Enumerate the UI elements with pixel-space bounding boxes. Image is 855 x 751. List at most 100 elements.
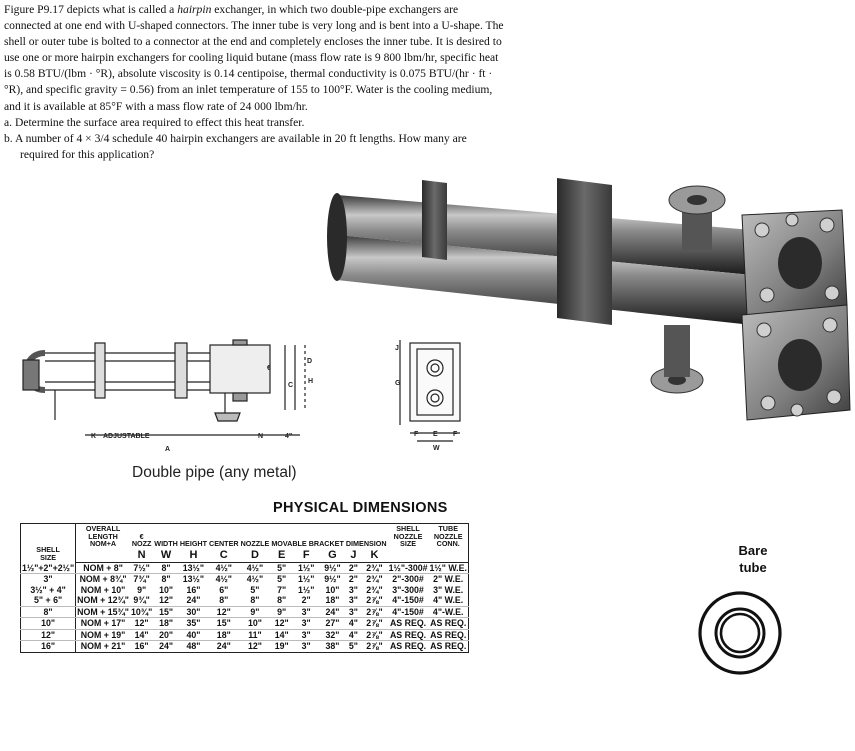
table-title: PHYSICAL DIMENSIONS — [273, 500, 448, 516]
table-cell: AS REQ. — [430, 641, 467, 652]
table-cell: NOM + 15¾" — [75, 606, 130, 619]
table-cell: 38" — [325, 641, 340, 652]
table-cell: 8" — [20, 606, 77, 619]
table-row: 5" + 6"NOM + 12¾"9¾"12"24"8"8"8"2"18"3"2… — [20, 595, 469, 607]
table-cell: 19" — [274, 641, 289, 652]
drawing-caption: Double pipe (any metal) — [132, 464, 297, 481]
table-cell: 27" — [319, 617, 346, 630]
table-cell: 2⅞" — [361, 629, 388, 642]
table-cell: 6" — [219, 584, 229, 595]
table-cell: 20" — [153, 629, 179, 642]
label-w: W — [433, 445, 440, 452]
table-cell: 35" — [178, 617, 208, 630]
table-cell: 8" — [239, 595, 271, 607]
table-cell: 2⅞" — [361, 617, 388, 630]
table-cell: AS REQ. — [428, 629, 469, 642]
col-movable-bracket: MOVABLE BRACKET DIMENSION — [271, 539, 387, 549]
table-cell: 10¾" — [129, 606, 154, 619]
table-cell: 3" — [293, 617, 320, 630]
table-cell: 3" W.E. — [433, 584, 464, 595]
table-cell: 2" — [293, 595, 320, 607]
hairpin-exchanger-photo — [327, 178, 851, 421]
table-cell: 5" — [250, 584, 260, 595]
table-cell: 2"-300# — [392, 574, 424, 585]
table-cell: 3" — [293, 606, 320, 619]
table-cell: NOM + 19" — [75, 629, 130, 642]
col-letter-j: J — [345, 548, 362, 563]
table-cell: 4½" — [239, 562, 271, 575]
col-letter-e: E — [270, 548, 294, 563]
label-four: 4" — [285, 433, 292, 440]
table-cell: 2" — [348, 574, 358, 585]
problem-intro: Figure P9.17 depicts what is called a ha… — [4, 3, 504, 113]
label-h: H — [308, 378, 313, 385]
table-cell: 40" — [178, 629, 208, 642]
table-cell: NOM + 17" — [75, 617, 130, 630]
table-cell: AS REQ. — [389, 641, 427, 652]
table-cell: 7¾" — [133, 574, 150, 585]
bare-tube-diagram — [698, 591, 782, 675]
col-letter-w: W — [153, 548, 179, 563]
label-j: J — [395, 345, 399, 352]
table-row: 3"NOM + 8¾"7¾"8"13½"4½"4½"5"1½"9½"2"2¾"2… — [20, 573, 469, 585]
label-f-right: F — [453, 431, 458, 438]
table-cell: 5" + 6" — [20, 595, 77, 607]
table-cell: 16" — [20, 640, 77, 653]
label-c: C — [288, 382, 293, 389]
table-cell: 12" — [153, 595, 179, 607]
table-cell: 16" — [186, 584, 201, 595]
table-cell: 1½"-300# — [387, 562, 429, 575]
table-cell: AS REQ. — [387, 629, 429, 642]
label-k: K — [91, 433, 96, 440]
table-cell: 4" — [345, 617, 362, 630]
table-cell: 14" — [270, 629, 294, 642]
table-cell: 10" — [239, 617, 271, 630]
table-cell: 15" — [208, 617, 240, 630]
table-cell: 3" — [345, 606, 362, 619]
table-cell: 18" — [153, 617, 179, 630]
table-cell: AS REQ. — [428, 617, 469, 630]
col-letter-f: F — [293, 548, 320, 563]
table-cell: 4½" — [246, 574, 264, 585]
table-cell: 12" — [208, 606, 240, 619]
table-cell: 2⅞" — [366, 641, 383, 652]
table-cell: 18" — [319, 595, 346, 607]
col-letter-c: C — [208, 548, 240, 563]
table-cell: 12" — [270, 617, 294, 630]
label-f-left: F — [414, 431, 419, 438]
table-cell: 14" — [129, 629, 154, 642]
table-cell: 9½" — [319, 562, 346, 575]
table-cell: 1½" — [297, 584, 315, 595]
table-cell: 2¾" — [366, 584, 383, 595]
table-cell: 4" W.E. — [428, 595, 469, 607]
table-cell: 3" — [293, 629, 320, 642]
table-cell: 2¾" — [366, 574, 383, 585]
table-cell: 9" — [270, 606, 294, 619]
table-cell: 1½" — [293, 562, 320, 575]
table-cell: 24" — [178, 595, 208, 607]
label-e: E — [433, 431, 438, 438]
table-cell: 3" — [348, 584, 358, 595]
col-height: HEIGHT — [179, 539, 207, 549]
col-letter-k: K — [361, 548, 388, 563]
table-cell: 4"-150# — [387, 595, 429, 607]
table-cell: 7" — [277, 584, 287, 595]
table-cell: 2¾" — [361, 562, 388, 575]
table-row: 3½" + 4"NOM + 10"9"10"16"6"5"7"1½"10"3"2… — [20, 584, 469, 596]
label-n: N — [258, 433, 263, 440]
table-cell: NOM + 8¾" — [79, 574, 127, 585]
table-cell: 4½" — [215, 574, 232, 585]
table-cell: 24" — [319, 606, 346, 619]
table-header-row-2: N W H C D E F G J K — [21, 548, 469, 563]
table-cell: 48" — [186, 641, 201, 652]
table-cell: 5" — [348, 641, 358, 652]
table-cell: 8" — [208, 595, 240, 607]
table-cell: 4"-W.E. — [428, 606, 469, 619]
table-cell: 3"-300# — [392, 584, 424, 595]
table-cell: 9" — [239, 606, 271, 619]
